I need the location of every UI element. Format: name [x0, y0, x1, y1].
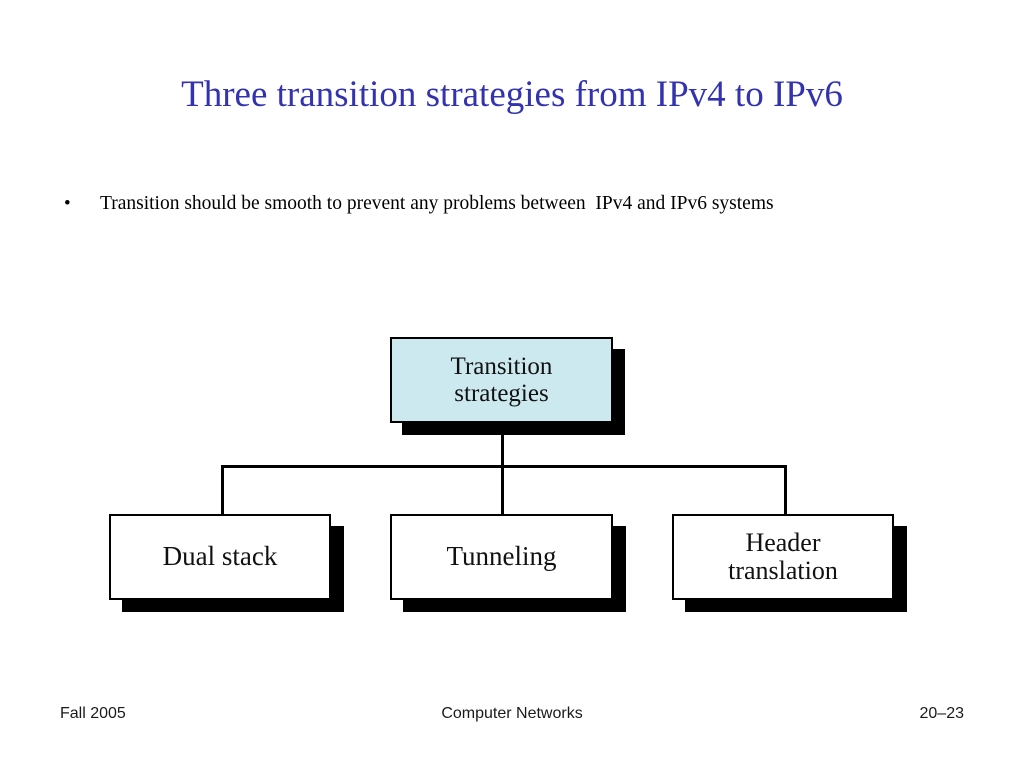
connector-to-header-translation [784, 465, 787, 515]
page-title: Three transition strategies from IPv4 to… [181, 74, 843, 115]
node-label: Header translation [728, 527, 838, 585]
footer-course-title: Computer Networks [441, 705, 583, 722]
connector-root-stem [501, 423, 504, 467]
slide-footer: Fall 2005 Computer Networks 20‒23 [0, 705, 1024, 733]
diagram-node-tunneling: Tunneling [390, 514, 613, 600]
connector-horizontal-bus [221, 465, 787, 468]
diagram-node-header-translation: Header translation [672, 514, 894, 600]
node-label: Tunneling [446, 541, 557, 572]
diagram-node-dual-stack: Dual stack [109, 514, 331, 600]
connector-to-dual-stack [221, 465, 224, 515]
bullet-text: Transition should be smooth to prevent a… [100, 193, 774, 214]
bullet-marker-icon: • [64, 193, 71, 214]
connector-to-tunneling [501, 465, 504, 515]
node-label: Dual stack [162, 541, 278, 572]
diagram-node-transition-strategies: Transition strategies [390, 337, 613, 423]
node-label: Transition strategies [450, 353, 553, 407]
footer-term: Fall 2005 [60, 705, 126, 722]
list-item: • Transition should be smooth to prevent… [60, 188, 940, 220]
bullet-list: • Transition should be smooth to prevent… [60, 188, 940, 220]
footer-slide-number: 20‒23 [919, 705, 965, 722]
